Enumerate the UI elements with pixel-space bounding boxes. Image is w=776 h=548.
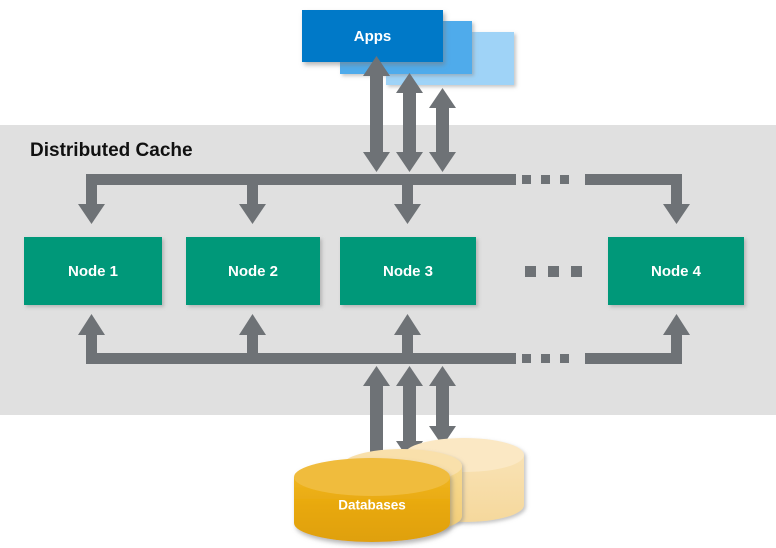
top-bus-drop-node-2	[239, 174, 266, 224]
apps-box-front	[302, 10, 443, 62]
node-label-2: Node 2	[228, 263, 278, 280]
bottom-bus-rise-node-2	[239, 314, 266, 364]
top-bus-drop-node-1	[78, 174, 105, 224]
distributed-cache-label: Distributed Cache	[30, 140, 193, 161]
node-box-4[interactable]: Node 4	[608, 237, 744, 305]
databases-group[interactable]: Databases	[294, 438, 524, 542]
top-bus-bar-right	[585, 174, 682, 185]
bottom-bus-rise-node-1	[78, 314, 105, 364]
node-label-1: Node 1	[68, 263, 118, 280]
node-box-2[interactable]: Node 2	[186, 237, 320, 305]
node-box-1[interactable]: Node 1	[24, 237, 162, 305]
bottom-bus-rise-node-3	[394, 314, 421, 364]
bottom-bus-ellipsis	[522, 354, 569, 363]
bottom-bus-bar-right	[585, 353, 682, 364]
db-arrow-3	[429, 366, 456, 446]
apps-group[interactable]: Apps	[302, 10, 514, 85]
node-label-4: Node 4	[651, 263, 702, 280]
databases-label: Databases	[338, 498, 406, 513]
top-bus	[78, 174, 690, 224]
top-bus-bar-left	[86, 174, 516, 185]
apps-arrow-3	[429, 88, 456, 172]
apps-to-cache-arrows	[363, 56, 456, 172]
apps-label: Apps	[354, 28, 392, 45]
bottom-bus-rise-node-4	[663, 314, 690, 364]
apps-arrow-2	[396, 73, 423, 172]
node-box-3[interactable]: Node 3	[340, 237, 476, 305]
top-bus-ellipsis	[522, 175, 569, 184]
database-cylinder-front	[294, 458, 450, 542]
node-label-3: Node 3	[383, 263, 433, 280]
cache-nodes-row: Node 1 Node 2 Node 3 Node 4	[24, 237, 744, 305]
nodes-row-ellipsis	[525, 266, 582, 277]
top-bus-drop-node-3	[394, 174, 421, 224]
bottom-bus	[78, 314, 690, 364]
bottom-bus-bar-left	[86, 353, 516, 364]
top-bus-drop-node-4	[663, 174, 690, 224]
apps-arrow-1	[363, 56, 390, 172]
